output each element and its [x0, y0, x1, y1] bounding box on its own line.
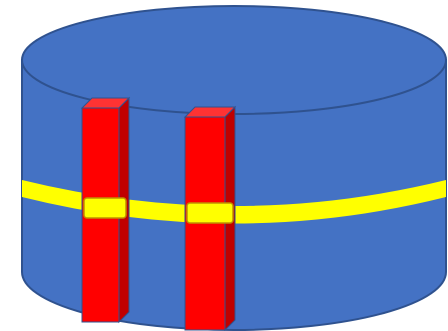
yellow-clip-left	[84, 198, 126, 218]
yellow-clip-right	[187, 203, 233, 223]
cylinder-top	[22, 6, 446, 114]
